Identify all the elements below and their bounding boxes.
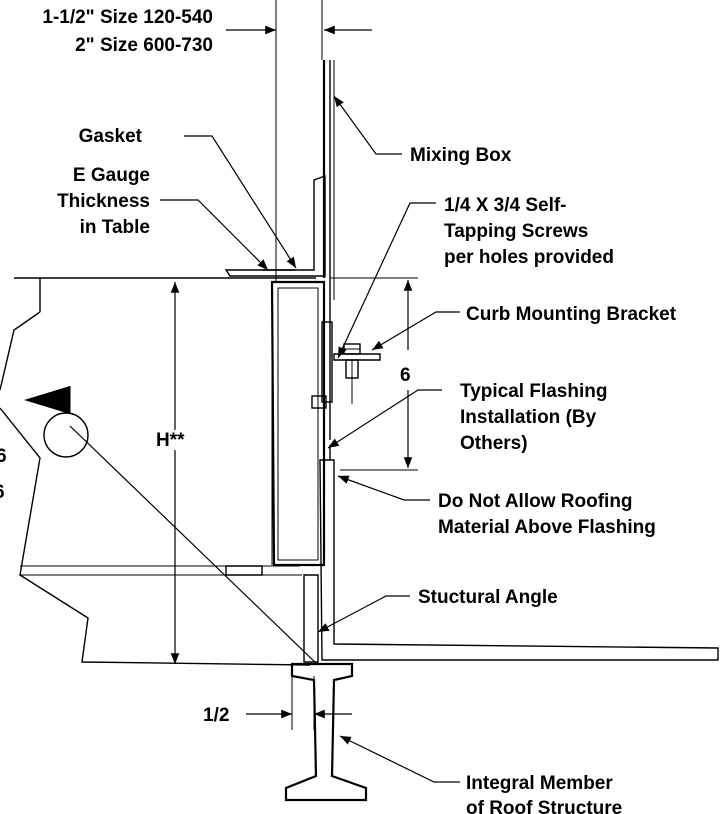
height-label: H**	[156, 430, 185, 451]
e-gauge-label-line3: in Table	[80, 217, 150, 238]
dimension-six-label: 6	[400, 365, 411, 386]
structural-angle-label: Stuctural Angle	[418, 587, 558, 608]
gasket-label: Gasket	[79, 126, 143, 147]
curb-mounting-bracket	[311, 321, 381, 409]
flashing-label-line1: Typical Flashing	[460, 381, 607, 402]
e-gauge-label-line2: Thickness	[57, 191, 150, 212]
cut-left-label-1: 6	[0, 446, 7, 467]
flashing-label-line3: Others)	[460, 433, 528, 454]
integral-member-label-line1: Integral Member	[466, 773, 613, 794]
roofing-label-line2: Material Above Flashing	[438, 517, 656, 538]
section-marker	[24, 386, 319, 666]
integral-member-label-line2: of Roof Structure	[466, 798, 622, 814]
screws-label-line1: 1/4 X 3/4 Self-	[444, 195, 567, 216]
dimension-top	[226, 0, 372, 282]
dimension-six	[330, 277, 418, 471]
dimension-half	[246, 676, 352, 730]
roofing-label-line1: Do Not Allow Roofing	[438, 491, 633, 512]
e-gauge-label-line1: E Gauge	[73, 165, 150, 186]
screws-label-line3: per holes provided	[444, 247, 614, 268]
cut-left-label-2: 6	[0, 482, 5, 503]
mixing-box-wall	[270, 60, 335, 567]
flashing-label-line2: Installation (By	[460, 407, 597, 428]
dimension-half-label: 1/2	[203, 705, 229, 726]
mixing-box-label: Mixing Box	[410, 145, 512, 166]
leaders	[160, 95, 460, 783]
curb-bracket-label: Curb Mounting Bracket	[466, 304, 677, 325]
screws-label-line2: Tapping Screws	[444, 221, 588, 242]
structural-angle-hatched	[225, 445, 719, 663]
curb-body	[0, 277, 316, 666]
size-label-line2: 2" Size 600-730	[75, 35, 213, 56]
integral-member-beam	[284, 662, 368, 802]
size-label-line1: 1-1/2" Size 120-540	[42, 7, 213, 28]
